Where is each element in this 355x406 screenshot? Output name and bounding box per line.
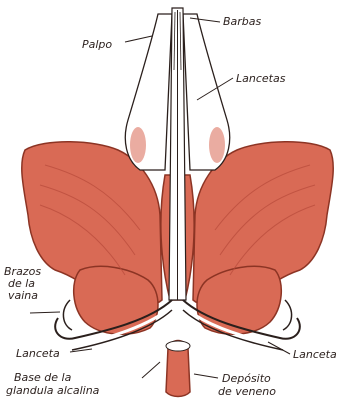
right-sheath-arm xyxy=(283,300,292,330)
label-lanceta-right: Lanceta xyxy=(293,348,337,361)
label-deposito-line1: Depósito xyxy=(222,372,271,385)
label-brazos-line3: vaina xyxy=(8,289,38,302)
label-deposito-line2: de veneno xyxy=(218,385,276,398)
label-lanceta-left: Lanceta xyxy=(16,347,60,360)
label-base-line1: Base de la xyxy=(14,371,72,384)
label-palpo: Palpo xyxy=(82,38,112,51)
label-lancetas: Lancetas xyxy=(236,72,286,85)
left-sheath-arm xyxy=(63,300,72,330)
label-base-line2: glandula alcalina xyxy=(6,384,100,397)
label-barbas: Barbas xyxy=(223,15,262,28)
